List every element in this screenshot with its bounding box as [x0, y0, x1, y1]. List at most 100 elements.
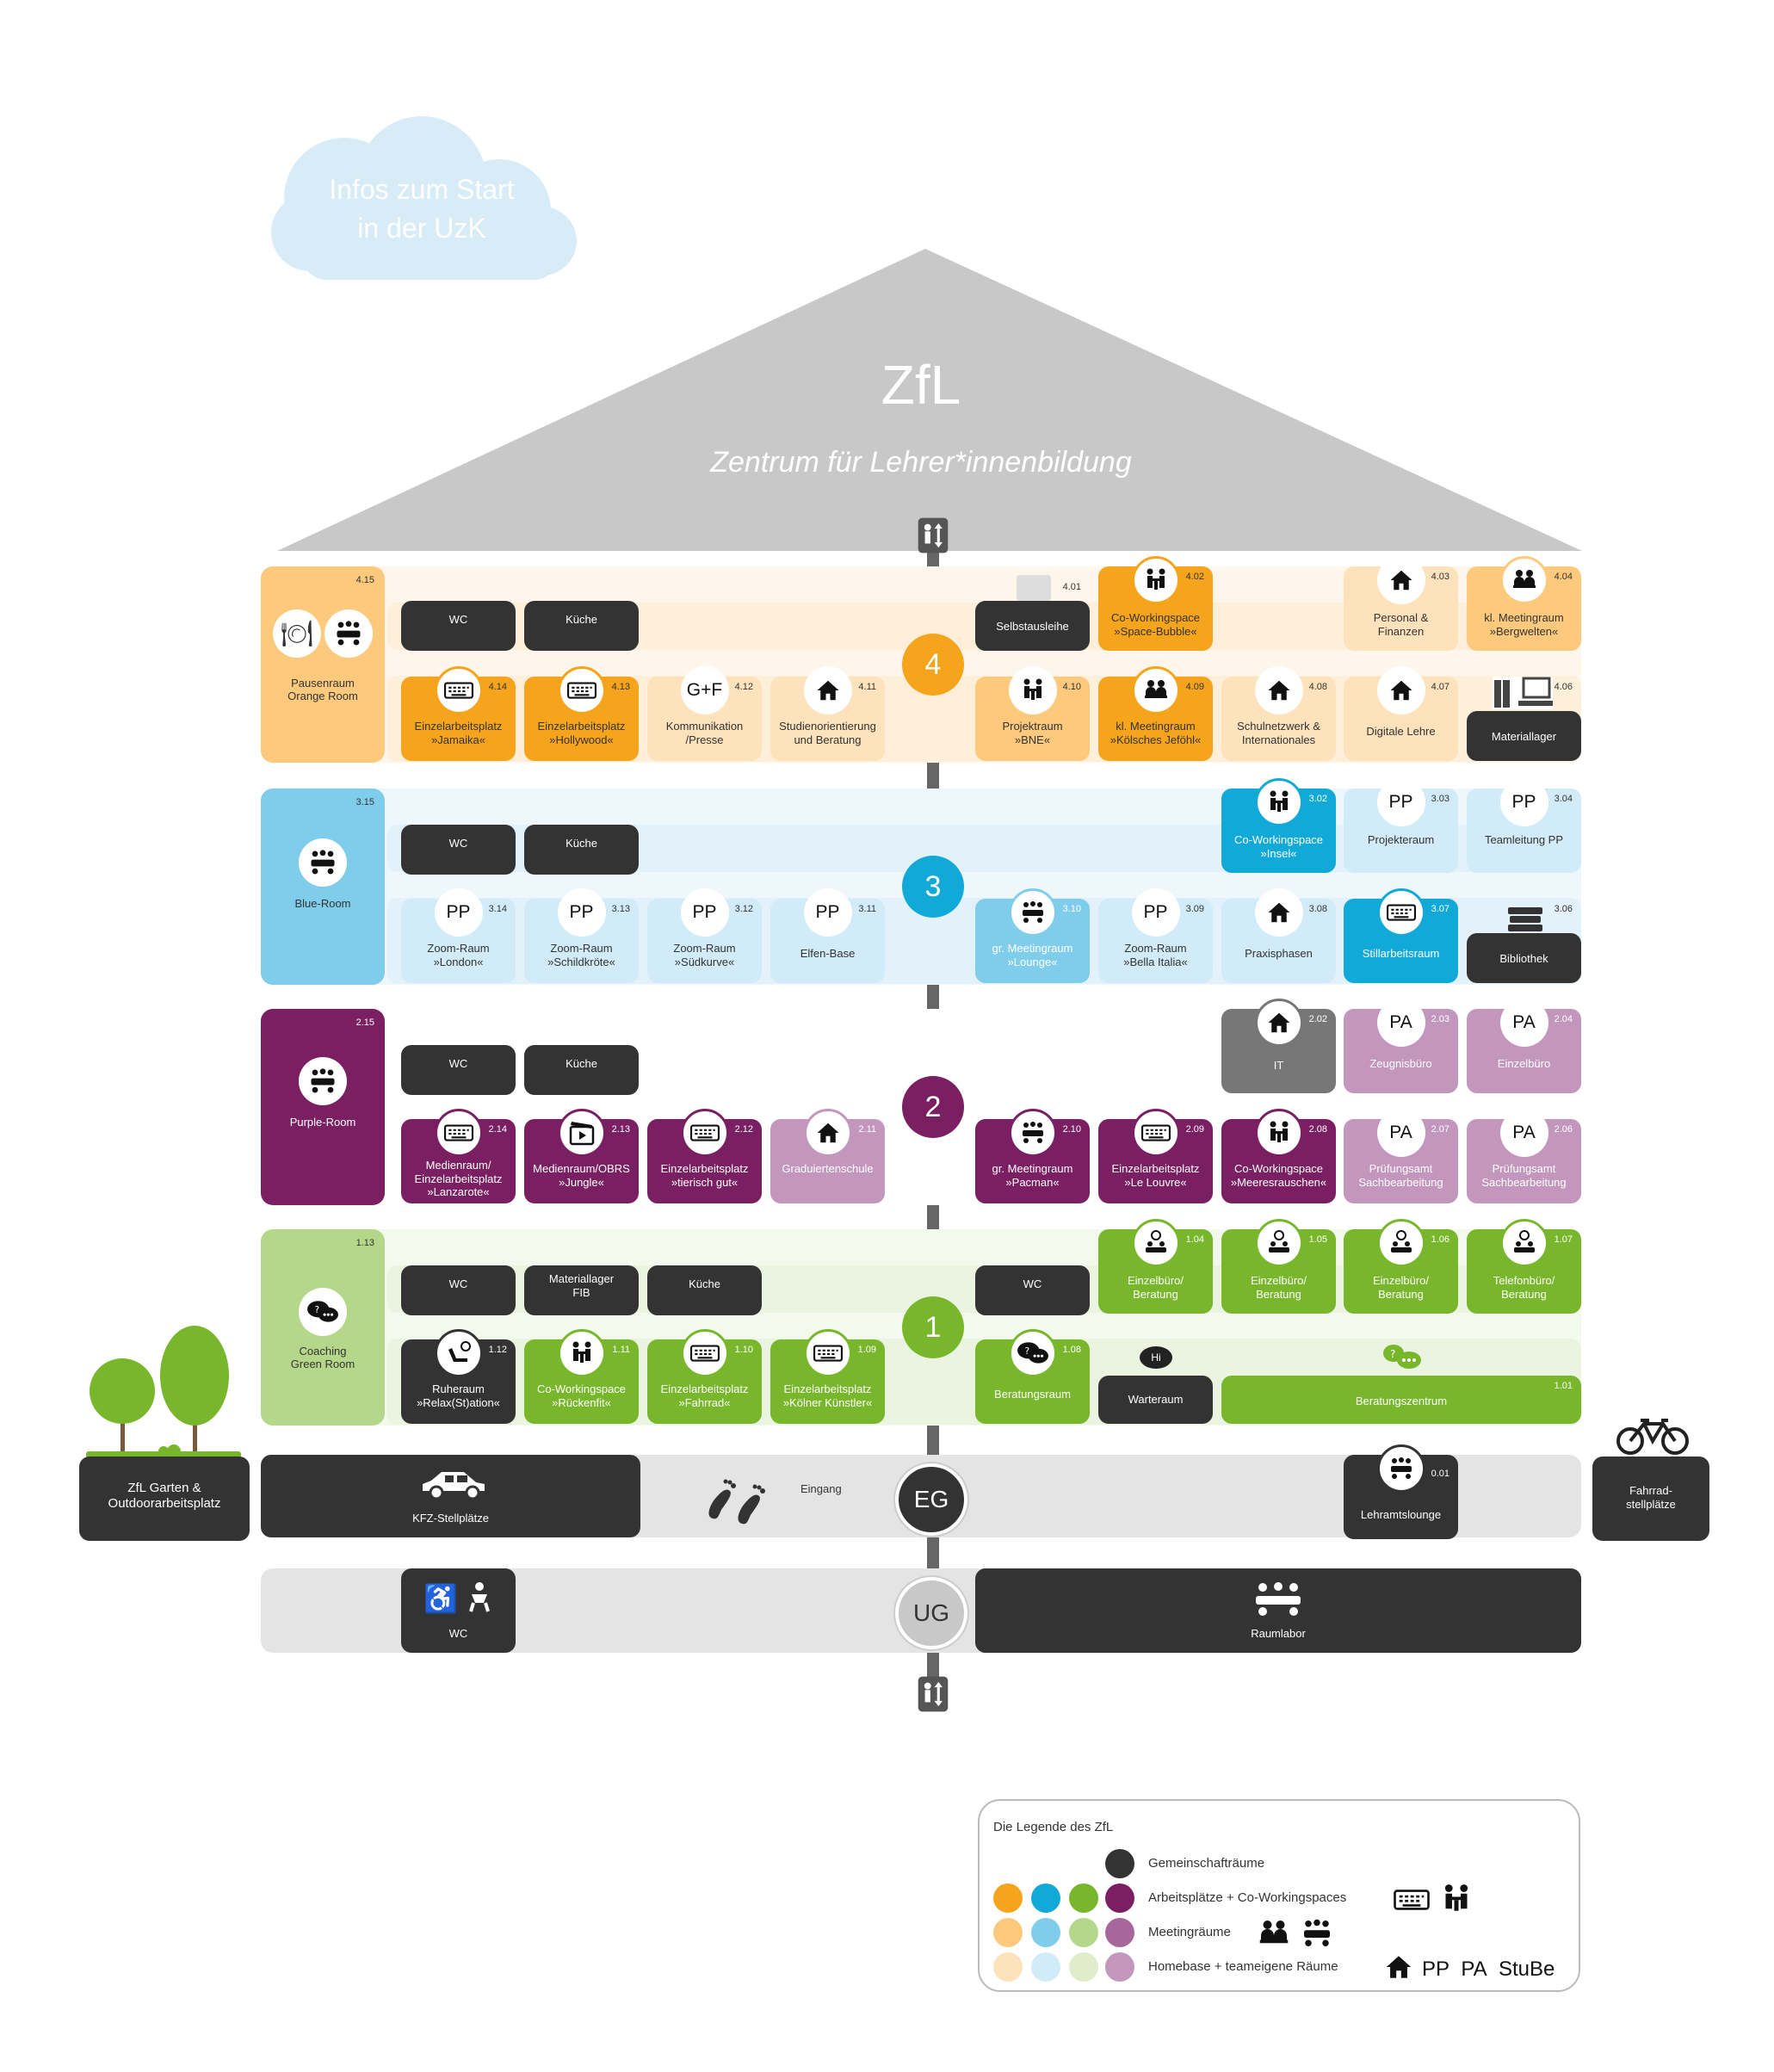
orange-room[interactable]: 4.15 🍽 Pausenraum Orange Room [261, 566, 385, 763]
floor-1-marker[interactable]: 1 [902, 1296, 964, 1358]
warteraum[interactable]: Hi Warteraum [1098, 1346, 1213, 1424]
floor-4-marker[interactable]: 4 [902, 634, 964, 696]
room-1-10[interactable]: 1.10 Einzelarbeitsplatz »Fahrrad« [647, 1329, 762, 1424]
room-4-08[interactable]: 4.08 Schulnetzwerk & Internationales [1221, 666, 1336, 761]
room-3-04[interactable]: PP 3.04 Teamleitung PP [1467, 778, 1581, 873]
room-1-12[interactable]: 1.12 Ruheraum »Relax(St)ation« [401, 1329, 516, 1424]
elevator-icon[interactable] [916, 516, 950, 554]
wc-4[interactable]: WC [401, 601, 516, 651]
info-cloud[interactable]: Infos zum Start in der UzK [250, 112, 594, 293]
wc-ug[interactable]: ♿ WC [401, 1568, 516, 1653]
room-4-13[interactable]: 4.13 Einzelarbeitsplatz »Hollywood« [524, 666, 639, 761]
room-3-10[interactable]: 3.10 gr. Meetingraum »Lounge« [975, 888, 1090, 983]
room-2-03[interactable]: PA 2.03 Zeugnisbüro [1344, 999, 1458, 1093]
room-3-02[interactable]: 3.02 Co-Workingspace »Insel« [1221, 778, 1336, 873]
meeting-icon [299, 1057, 347, 1105]
car-icon [416, 1467, 491, 1505]
floor-ug-marker[interactable]: UG [895, 1577, 967, 1649]
legend-label: Meetingräume [1148, 1925, 1231, 1939]
room-label: Teamleitung PP [1484, 833, 1564, 846]
pp-icon: PP [1131, 888, 1180, 937]
room-2-13[interactable]: 2.13 Medienraum/OBRS »Jungle« [524, 1109, 639, 1203]
room-label: Praxisphasen [1245, 947, 1313, 960]
room-number: 3.11 [858, 904, 876, 914]
room-1-07[interactable]: 1.07 Telefonbüro/ Beratung [1467, 1219, 1581, 1314]
room-4-03[interactable]: 4.03 Personal & Finanzen [1344, 556, 1458, 651]
room-1-05[interactable]: 1.05 Einzelbüro/ Beratung [1221, 1219, 1336, 1314]
room-4-12[interactable]: G+F 4.12 Kommunikation /Presse [647, 666, 762, 761]
room-label: Prüfungsamt Sachbearbeitung [1481, 1162, 1567, 1189]
room-4-10[interactable]: 4.10 Projektraum »BNE« [975, 666, 1090, 761]
wc-1[interactable]: WC [401, 1265, 516, 1315]
room-4-09[interactable]: 4.09 kl. Meetingraum »Kölsches Jeföhl« [1098, 666, 1213, 761]
room-label: Einzelbüro/ Beratung [1372, 1274, 1430, 1301]
elevator-icon[interactable] [916, 1675, 950, 1713]
room-label: Digitale Lehre [1366, 725, 1436, 738]
coworking-icon [1254, 778, 1303, 826]
garden[interactable]: ZfL Garten & Outdoorarbeitsplatz [79, 1457, 250, 1541]
room-3-12[interactable]: PP 3.12 Zoom-Raum »Südkurve« [647, 888, 762, 983]
coworking-icon [1254, 1109, 1303, 1157]
room-1-09[interactable]: 1.09 Einzelarbeitsplatz »Kölner Künstler… [770, 1329, 885, 1424]
room-3-09[interactable]: PP 3.09 Zoom-Raum »Bella Italia« [1098, 888, 1213, 983]
floor-2-marker[interactable]: 2 [902, 1076, 964, 1138]
green-room[interactable]: 1.13 Coaching Green Room [261, 1229, 385, 1426]
room-4-02[interactable]: 4.02 Co-Workingspace »Space-Bubble« [1098, 556, 1213, 651]
room-2-07[interactable]: PA 2.07 Prüfungsamt Sachbearbeitung [1344, 1109, 1458, 1203]
room-4-14[interactable]: 4.14 Einzelarbeitsplatz »Jamaika« [401, 666, 516, 761]
purple-room[interactable]: 2.15 Purple-Room [261, 1009, 385, 1205]
room-3-07[interactable]: 3.07 Stillarbeitsraum [1344, 888, 1458, 983]
room-label: Zoom-Raum »London« [427, 942, 490, 968]
wc-2[interactable]: WC [401, 1045, 516, 1095]
room-2-12[interactable]: 2.12 Einzelarbeitsplatz »tierisch gut« [647, 1109, 762, 1203]
meeting-icon [1499, 556, 1548, 604]
bike-parking[interactable]: Fahrrad- stellplätze [1592, 1457, 1709, 1541]
room-2-02[interactable]: 2.02 IT [1221, 999, 1336, 1093]
floor-3-marker[interactable]: 3 [902, 856, 964, 918]
room-1-11[interactable]: 1.11 Co-Workingspace »Rückenfit« [524, 1329, 639, 1424]
legend-tag-pp: PP [1422, 1958, 1450, 1981]
coworking-icon [1008, 666, 1057, 714]
raumlabor[interactable]: Raumlabor [975, 1568, 1581, 1653]
room-3-13[interactable]: PP 3.13 Zoom-Raum »Schildkröte« [524, 888, 639, 983]
chat-icon [1008, 1329, 1057, 1377]
kitchen-4[interactable]: Küche [524, 601, 639, 651]
room-4-01[interactable]: 4.01 Selbstausleihe [975, 575, 1090, 651]
room-4-06[interactable]: 4.06 Materiallager [1467, 677, 1581, 761]
room-label: Medienraum/ Einzelarbeitsplatz »Lanzarot… [414, 1159, 503, 1199]
room-4-11[interactable]: 4.11 Studienorientierung und Beratung [770, 666, 885, 761]
floor-eg-marker[interactable]: EG [895, 1463, 967, 1536]
room-3-14[interactable]: PP 3.14 Zoom-Raum »London« [401, 888, 516, 983]
room-2-09[interactable]: 2.09 Einzelarbeitsplatz »Le Louvre« [1098, 1109, 1213, 1203]
room-1-01[interactable]: ? 1.01 Beratungszentrum [1221, 1345, 1581, 1424]
room-1-04[interactable]: 1.04 Einzelbüro/ Beratung [1098, 1219, 1213, 1314]
materiallager-fib[interactable]: Materiallager FIB [524, 1265, 639, 1315]
room-2-14[interactable]: 2.14 Medienraum/ Einzelarbeitsplatz »Lan… [401, 1109, 516, 1203]
room-2-04[interactable]: PA 2.04 Einzelbüro [1467, 999, 1581, 1093]
room-label: Co-Workingspace »Meeresrauschen« [1230, 1162, 1327, 1189]
wc-3[interactable]: WC [401, 825, 516, 875]
lehramtslounge[interactable]: 0.01 Lehramtslounge [1344, 1444, 1458, 1539]
room-1-08[interactable]: 1.08 Beratungsraum [975, 1329, 1090, 1424]
room-3-03[interactable]: PP 3.03 Projekteraum [1344, 778, 1458, 873]
room-number: 2.03 [1431, 1014, 1449, 1024]
kitchen-3[interactable]: Küche [524, 825, 639, 875]
room-2-06[interactable]: PA 2.06 Prüfungsamt Sachbearbeitung [1467, 1109, 1581, 1203]
wc-1b[interactable]: WC [975, 1265, 1090, 1315]
keyboard-icon [434, 1109, 483, 1157]
kitchen-2[interactable]: Küche [524, 1045, 639, 1095]
room-2-11[interactable]: 2.11 Graduiertenschule [770, 1109, 885, 1203]
room-label: Einzelbüro [1497, 1057, 1551, 1070]
room-4-07[interactable]: 4.07 Digitale Lehre [1344, 666, 1458, 761]
room-2-08[interactable]: 2.08 Co-Workingspace »Meeresrauschen« [1221, 1109, 1336, 1203]
room-3-11[interactable]: PP 3.11 Elfen-Base [770, 888, 885, 983]
room-4-04[interactable]: 4.04 kl. Meetingraum »Bergwelten« [1467, 556, 1581, 651]
room-3-06[interactable]: 3.06 Bibliothek [1467, 904, 1581, 983]
room-label: Telefonbüro/ Beratung [1493, 1274, 1555, 1301]
kitchen-1[interactable]: Küche [647, 1265, 762, 1315]
blue-room[interactable]: 3.15 Blue-Room [261, 789, 385, 985]
room-2-10[interactable]: 2.10 gr. Meetingraum »Pacman« [975, 1109, 1090, 1203]
room-3-08[interactable]: 3.08 Praxisphasen [1221, 888, 1336, 983]
parking[interactable]: KFZ-Stellplätze [261, 1455, 640, 1537]
room-1-06[interactable]: 1.06 Einzelbüro/ Beratung [1344, 1219, 1458, 1314]
